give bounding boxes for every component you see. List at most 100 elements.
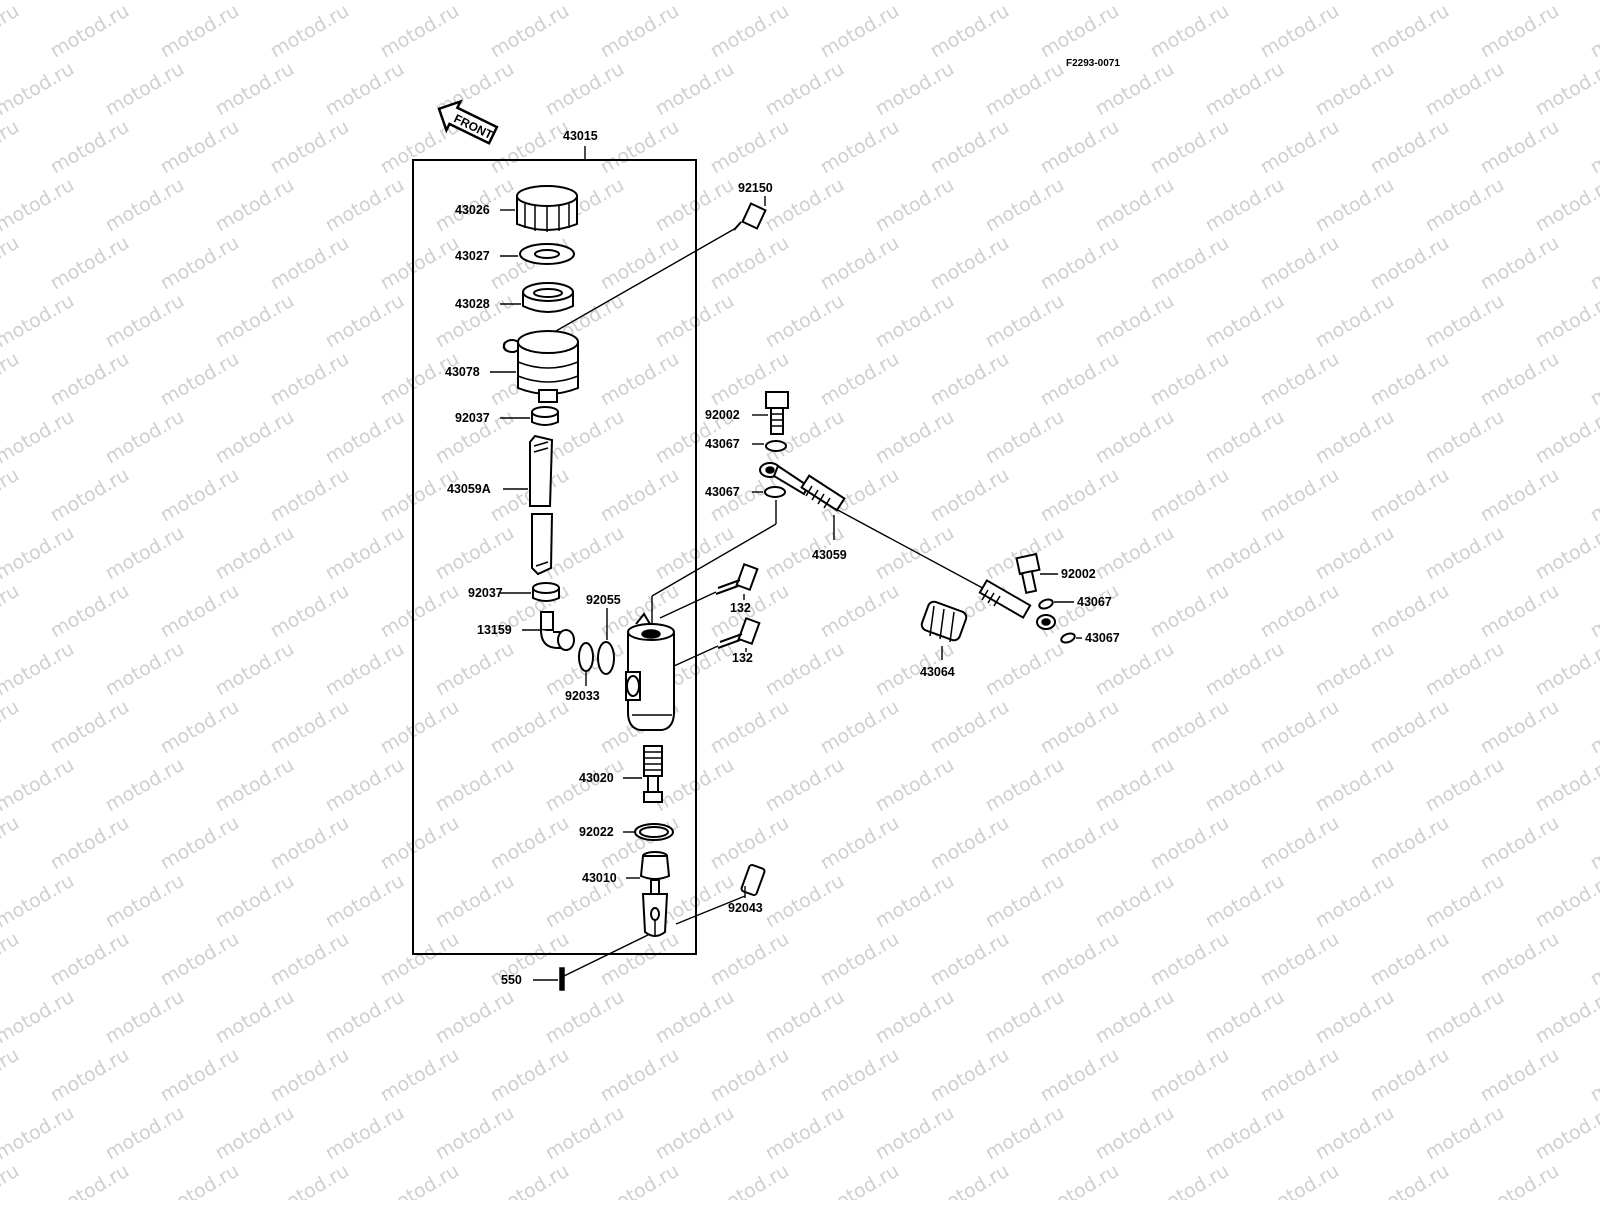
watermark-text: motod.ru: [487, 1160, 573, 1200]
watermark-text: motod.ru: [102, 290, 188, 353]
watermark-text: motod.ru: [1202, 406, 1288, 469]
part-label-92055: 92055: [586, 593, 621, 607]
watermark-text: motod.ru: [432, 1102, 518, 1165]
watermark-text: motod.ru: [817, 580, 903, 643]
watermark-text: motod.ru: [1587, 1160, 1600, 1200]
watermark-text: motod.ru: [1532, 406, 1600, 469]
watermark-text: motod.ru: [927, 232, 1013, 295]
part-label-43027: 43027: [455, 249, 490, 263]
watermark-text: motod.ru: [267, 348, 353, 411]
watermark-text: motod.ru: [1092, 406, 1178, 469]
watermark-text: motod.ru: [1422, 638, 1508, 701]
figure-reference: F2293-0071: [1066, 58, 1120, 69]
watermark-text: motod.ru: [1257, 1160, 1343, 1200]
watermark-text: motod.ru: [872, 58, 958, 121]
watermark-text: motod.ru: [1587, 1044, 1600, 1107]
hose-clamp-top-drawing: [532, 407, 558, 425]
watermark-text: motod.ru: [0, 522, 78, 585]
watermark-text: motod.ru: [762, 754, 848, 817]
watermark-text: motod.ru: [0, 986, 78, 1049]
part-label-92002-upper: 92002: [705, 408, 740, 422]
watermark-text: motod.ru: [322, 1102, 408, 1165]
watermark-text: motod.ru: [432, 870, 518, 933]
watermark-text: motod.ru: [1422, 290, 1508, 353]
watermark-text: motod.ru: [597, 464, 683, 527]
watermark-text: motod.ru: [1312, 638, 1398, 701]
watermark-text: motod.ru: [1312, 754, 1398, 817]
watermark-text: motod.ru: [157, 1160, 243, 1200]
watermark-text: motod.ru: [1422, 174, 1508, 237]
watermark-text: motod.ru: [1367, 116, 1453, 179]
watermark-text: motod.ru: [0, 696, 23, 759]
watermark-text: motod.ru: [102, 174, 188, 237]
watermark-text: motod.ru: [762, 174, 848, 237]
watermark-text: motod.ru: [487, 812, 573, 875]
watermark-text: motod.ru: [322, 174, 408, 237]
watermark-text: motod.ru: [652, 1102, 738, 1165]
hose-clamp-bottom-drawing: [533, 583, 559, 601]
watermark-text: motod.ru: [982, 290, 1068, 353]
watermark-text: motod.ru: [1477, 812, 1563, 875]
watermark-text: motod.ru: [707, 696, 793, 759]
watermark-text: motod.ru: [157, 928, 243, 991]
watermark-text: motod.ru: [1312, 58, 1398, 121]
watermark-text: motod.ru: [1092, 754, 1178, 817]
watermark-text: motod.ru: [1367, 1160, 1453, 1200]
watermark-text: motod.ru: [1477, 116, 1563, 179]
part-label-92033: 92033: [565, 689, 600, 703]
watermark-text: motod.ru: [0, 580, 23, 643]
part-label-43078: 43078: [445, 365, 480, 379]
watermark-text: motod.ru: [212, 174, 298, 237]
watermark-text: motod.ru: [872, 1102, 958, 1165]
part-label-13159: 13159: [477, 623, 512, 637]
watermark-text: motod.ru: [982, 174, 1068, 237]
reservoir-hose-drawing: [530, 436, 552, 574]
watermark-text: motod.ru: [1422, 1102, 1508, 1165]
watermark-text: motod.ru: [1147, 1044, 1233, 1107]
watermark-text: motod.ru: [597, 1160, 683, 1200]
watermark-text: motod.ru: [542, 1102, 628, 1165]
watermark-text: motod.ru: [1202, 174, 1288, 237]
watermark-text: motod.ru: [377, 348, 463, 411]
part-label-550: 550: [501, 973, 522, 987]
push-rod-clevis-drawing: [641, 852, 669, 936]
watermark-text: motod.ru: [927, 1044, 1013, 1107]
watermark-text: motod.ru: [267, 232, 353, 295]
part-label-43059A: 43059A: [447, 482, 491, 496]
watermark-text: motod.ru: [1037, 348, 1123, 411]
watermark-text: motod.ru: [597, 232, 683, 295]
watermark-text: motod.ru: [1422, 870, 1508, 933]
watermark-text: motod.ru: [1257, 232, 1343, 295]
watermark-text: motod.ru: [322, 754, 408, 817]
watermark-text: motod.ru: [652, 174, 738, 237]
part-label-132-upper: 132: [730, 601, 751, 615]
watermark-text: motod.ru: [1532, 870, 1600, 933]
watermark-text: motod.ru: [157, 232, 243, 295]
part-label-43064: 43064: [920, 665, 955, 679]
watermark-text: motod.ru: [762, 986, 848, 1049]
reservoir-bolt-drawing: [734, 204, 765, 230]
watermark-text: motod.ru: [1312, 870, 1398, 933]
part-label-92037-top: 92037: [455, 411, 490, 425]
watermark-text: motod.ru: [1147, 0, 1233, 62]
washer-right-upper-drawing: [1038, 598, 1054, 610]
watermark-text: motod.ru: [982, 754, 1068, 817]
watermark-text: motod.ru: [1257, 0, 1343, 62]
watermark-text: motod.ru: [157, 116, 243, 179]
watermark-text: motod.ru: [1587, 464, 1600, 527]
watermark-text: motod.ru: [322, 522, 408, 585]
watermark-text: motod.ru: [1202, 754, 1288, 817]
watermark-text: motod.ru: [1367, 928, 1453, 991]
watermark-text: motod.ru: [707, 1160, 793, 1200]
watermark-text: motod.ru: [432, 522, 518, 585]
watermark-text: motod.ru: [652, 290, 738, 353]
watermark-text: motod.ru: [817, 812, 903, 875]
watermark-text: motod.ru: [267, 464, 353, 527]
watermark-text: motod.ru: [0, 0, 23, 62]
diaphragm-drawing: [523, 283, 573, 312]
watermark-text: motod.ru: [1477, 928, 1563, 991]
watermark-text: motod.ru: [1202, 870, 1288, 933]
watermark-text: motod.ru: [157, 580, 243, 643]
watermark-text: motod.ru: [1092, 638, 1178, 701]
